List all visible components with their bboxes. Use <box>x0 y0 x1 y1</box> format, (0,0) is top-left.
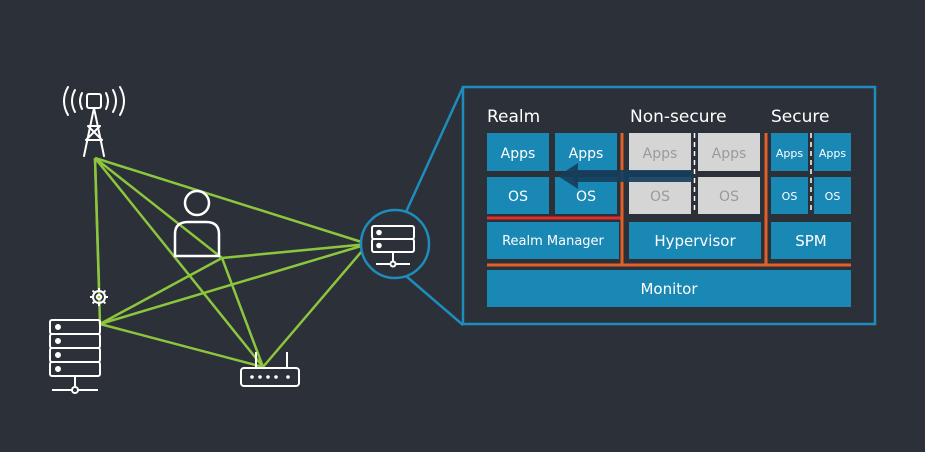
spm-box <box>771 222 851 259</box>
monitor-label: Monitor <box>640 280 698 298</box>
link-tower-server <box>93 157 102 325</box>
realm-os-2 <box>555 177 617 214</box>
svg-text:Apps: Apps <box>569 146 604 162</box>
link-user-hub <box>221 242 369 260</box>
svg-text:Apps: Apps <box>776 147 803 160</box>
svg-text:OS: OS <box>508 189 528 205</box>
realm-title: Realm <box>487 107 540 127</box>
realm-world: Apps Apps OS OS Realm Manager <box>487 133 623 259</box>
realm-os-1 <box>487 177 549 214</box>
svg-text:Apps: Apps <box>501 146 536 162</box>
link-tower-user <box>94 157 223 259</box>
hypervisor-label: Hypervisor <box>654 232 736 250</box>
link-tower-router <box>94 157 264 368</box>
link-server-user <box>99 256 223 326</box>
secure-os-2 <box>814 177 851 214</box>
architecture-frame <box>461 85 877 326</box>
svg-text:OS: OS <box>825 190 841 203</box>
nonsecure-title: Non-secure <box>630 107 727 127</box>
svg-text:OS: OS <box>650 189 670 205</box>
nonsecure-apps-1 <box>629 133 691 171</box>
svg-text:Apps: Apps <box>643 146 678 162</box>
monitor-box <box>487 270 851 307</box>
realm-apps-2 <box>555 133 617 171</box>
secure-world: Apps Apps OS OS SPM <box>771 133 851 259</box>
link-router-hub <box>262 243 369 368</box>
network-links <box>93 156 369 369</box>
realm-manager-label: Realm Manager <box>502 234 604 249</box>
nonsecure-world: Apps Apps OS OS Hypervisor <box>629 133 761 259</box>
spm-label: SPM <box>795 232 827 250</box>
gear-icon <box>90 288 108 306</box>
nonsecure-os-2 <box>698 177 760 214</box>
secure-apps-2 <box>814 133 851 171</box>
router-icon <box>240 352 300 387</box>
cell-tower-icon <box>63 86 125 157</box>
svg-text:OS: OS <box>576 189 596 205</box>
secure-title: Secure <box>771 107 829 127</box>
link-server-hub <box>99 242 369 326</box>
link-user-router <box>220 257 265 368</box>
hypervisor-box <box>629 222 761 259</box>
link-tower-hub <box>94 156 369 246</box>
server-stack-icon <box>49 319 101 394</box>
svg-text:Apps: Apps <box>819 147 846 160</box>
svg-text:OS: OS <box>782 190 798 203</box>
nonsecure-apps-2 <box>698 133 760 171</box>
link-server-router <box>99 322 264 369</box>
realm-manager-box <box>487 222 619 259</box>
server-icon <box>359 208 431 280</box>
secure-apps-1 <box>771 133 808 171</box>
secure-os-1 <box>771 177 808 214</box>
svg-text:Apps: Apps <box>712 146 747 162</box>
realm-apps-1 <box>487 133 549 171</box>
migration-arrow <box>558 163 692 189</box>
zoom-connector <box>404 86 465 326</box>
nonsecure-os-1 <box>629 177 691 214</box>
user-icon <box>173 189 221 258</box>
svg-text:OS: OS <box>719 189 739 205</box>
